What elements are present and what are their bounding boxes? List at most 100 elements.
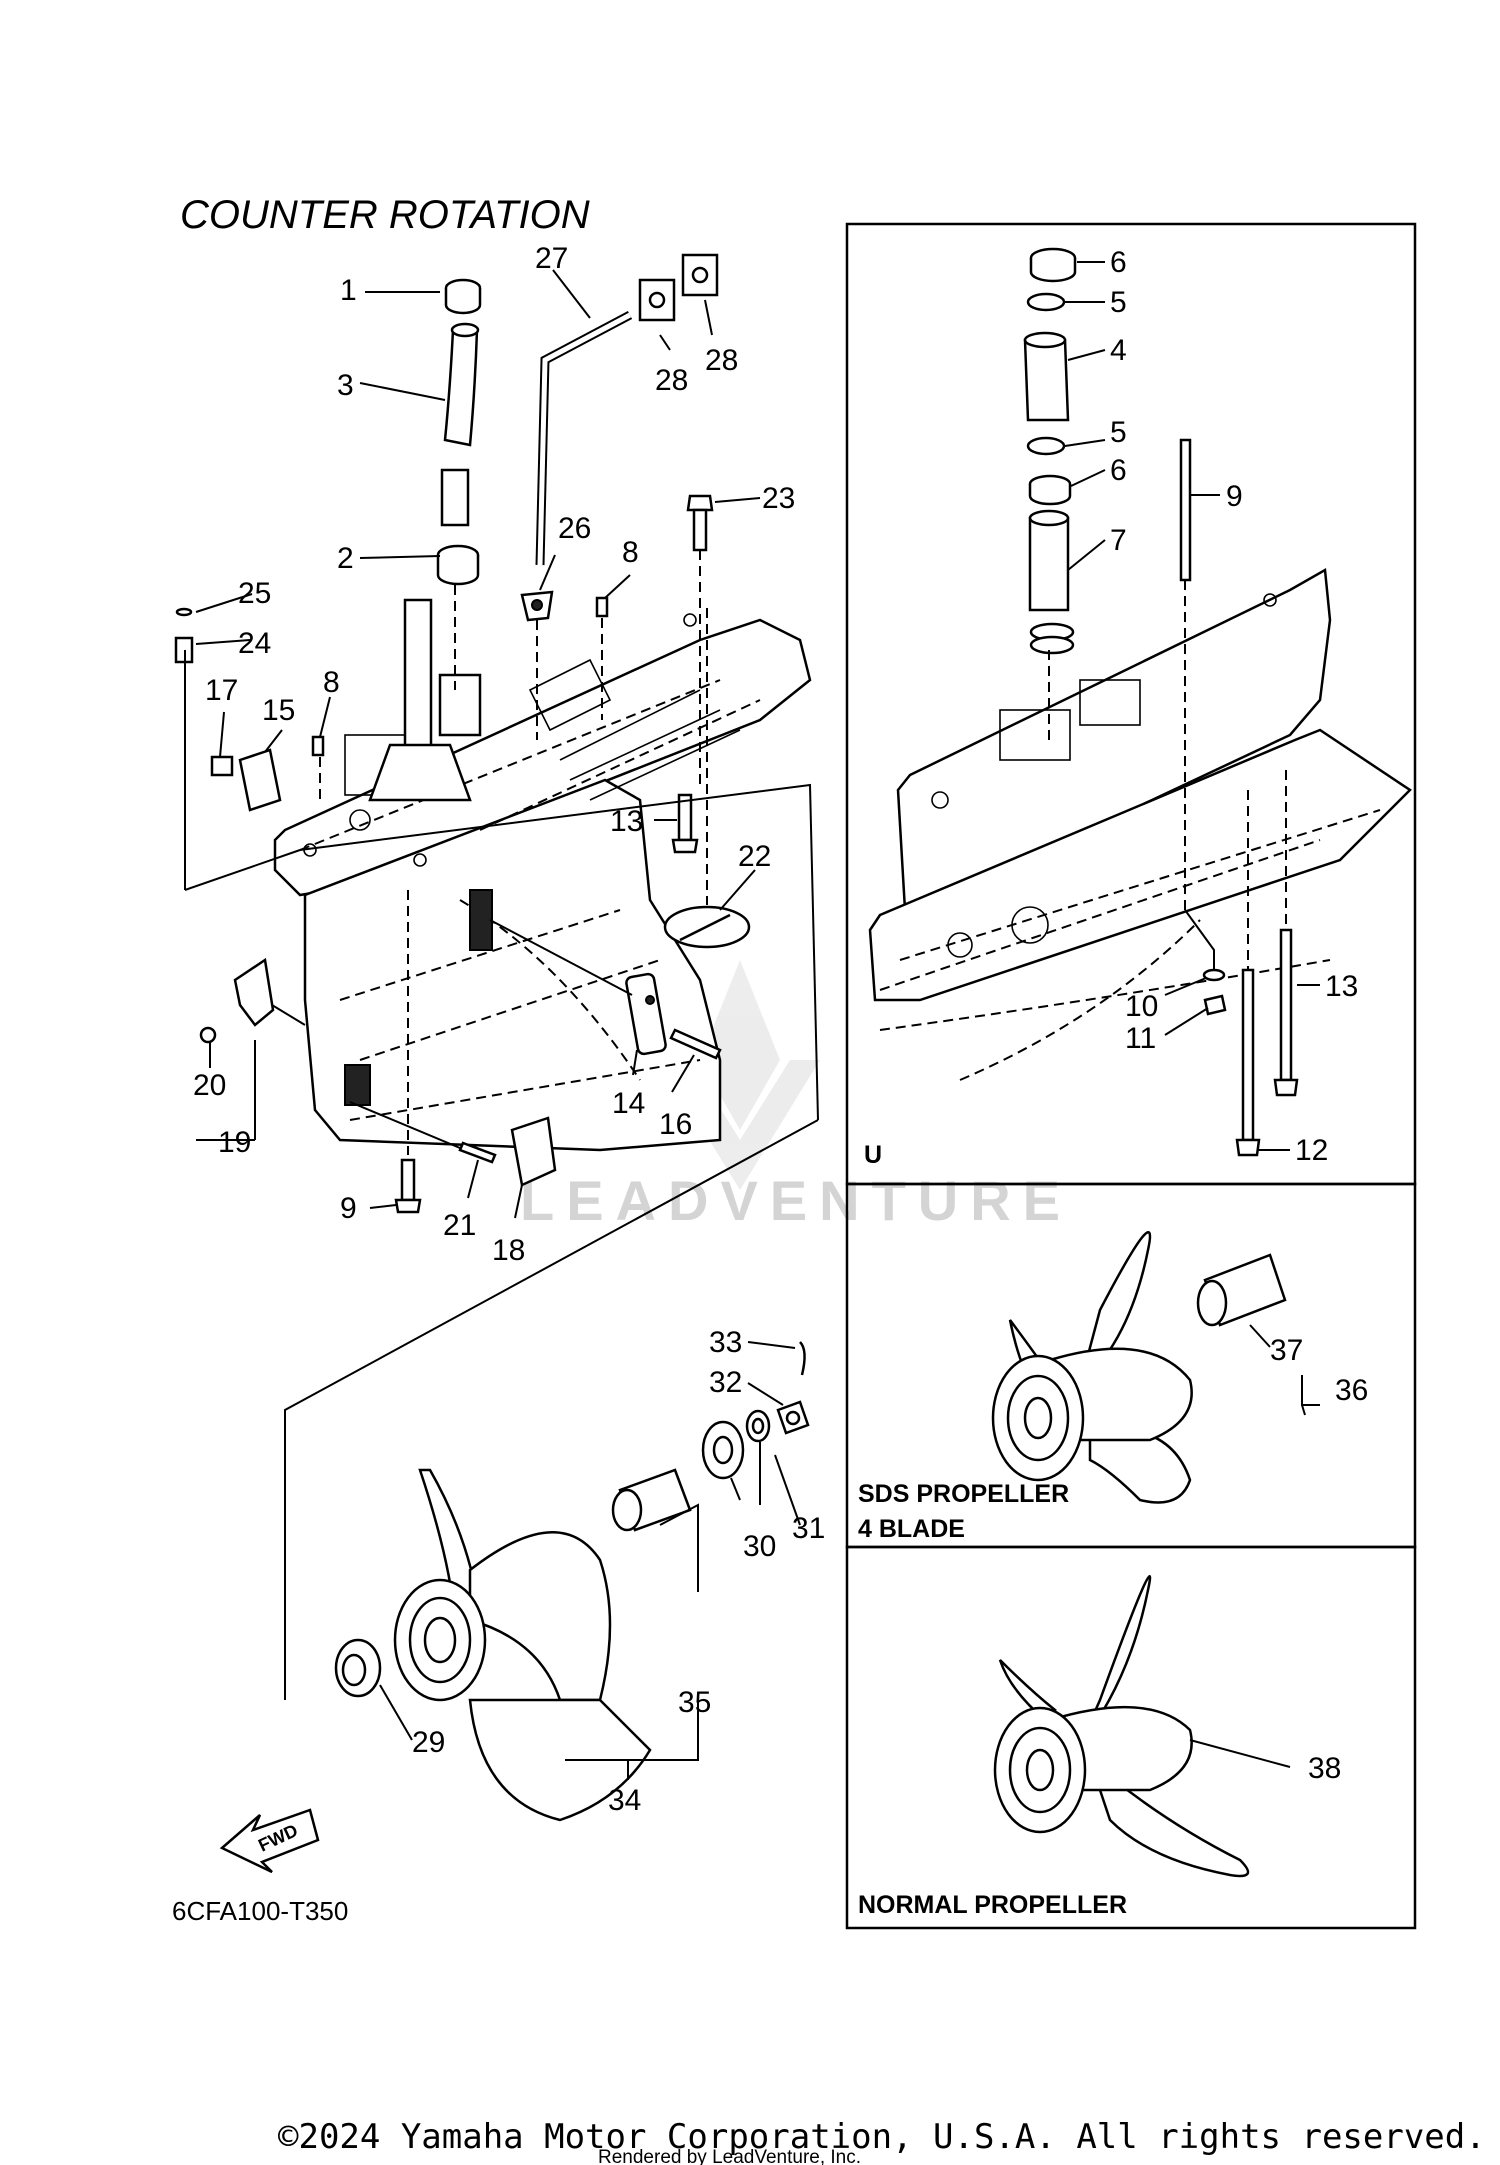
callout-17: 17 — [205, 674, 238, 707]
propeller-main-drawing — [393, 1468, 652, 1822]
right-panel-frames — [845, 222, 1417, 1930]
callout-25: 25 — [238, 577, 271, 610]
callout-11: 11 — [1125, 1022, 1156, 1055]
callout-1: 1 — [340, 274, 357, 307]
callout-36: 36 — [1335, 1374, 1368, 1407]
right-part-9-stud — [1179, 438, 1192, 910]
part-28-clip — [638, 253, 719, 322]
callout-6b: 6 — [1110, 454, 1127, 487]
callout-10: 10 — [1125, 990, 1158, 1023]
callout-29: 29 — [412, 1726, 445, 1759]
copyright-notice: ©2024 Yamaha Motor Corporation, U.S.A. A… — [278, 2117, 1486, 2157]
callout-28b: 28 — [705, 344, 738, 377]
callout-13a: 13 — [610, 805, 643, 838]
page-title: COUNTER ROTATION — [180, 193, 590, 237]
part-8-dowel — [311, 596, 609, 757]
fwd-arrow — [219, 1808, 320, 1874]
part-21-bolt — [458, 1141, 497, 1164]
part-32-nut — [776, 1400, 810, 1435]
callout-32: 32 — [709, 1366, 742, 1399]
callout-15: 15 — [262, 694, 295, 727]
callout-16: 16 — [659, 1108, 692, 1141]
callout-24: 24 — [238, 627, 271, 660]
part-33-cotter-pin — [799, 1341, 806, 1376]
callout-19: 19 — [218, 1126, 251, 1159]
part-18-plate — [510, 1116, 557, 1187]
part-22-anode — [663, 905, 751, 949]
normal-leader-38 — [1189, 1739, 1291, 1768]
right-part-5-bearing — [1026, 292, 1066, 456]
part-23-bolt — [686, 494, 714, 552]
callout-22: 22 — [738, 840, 771, 873]
panel-sds-title-line1: SDS PROPELLER — [858, 1480, 1069, 1508]
upper-casing-u-drawing — [868, 567, 1412, 1081]
assembly-frame-lines — [184, 650, 819, 1700]
right-part-6-seal-bottom — [1028, 474, 1072, 506]
sds-propeller-drawing — [991, 1230, 1193, 1504]
right-part-4-collar — [1023, 331, 1070, 422]
sds-part-37-bushing — [1196, 1253, 1287, 1327]
watermark-text: LEADVENTURE — [520, 1169, 1072, 1232]
panel-sds-title-line2: 4 BLADE — [858, 1515, 965, 1543]
part-27-tube — [535, 311, 633, 566]
callout-30: 30 — [743, 1530, 776, 1563]
callout-27: 27 — [535, 242, 568, 275]
callout-9b: 9 — [1226, 480, 1243, 513]
callout-6a: 6 — [1110, 246, 1127, 279]
callout-20: 20 — [193, 1069, 226, 1102]
callout-23: 23 — [762, 482, 795, 515]
rendered-by-notice: Rendered by LeadVenture, Inc. — [598, 2147, 861, 2165]
callout-21: 21 — [443, 1209, 476, 1242]
part-31-washer — [745, 1409, 771, 1443]
callout-31: 31 — [792, 1512, 825, 1545]
part-1-seal — [444, 278, 482, 315]
right-part-6-seal-top — [1029, 247, 1077, 283]
part-13-bolt-left — [671, 793, 699, 854]
callout-26: 26 — [558, 512, 591, 545]
right-part-7-sleeve — [1028, 509, 1070, 612]
callout-9a: 9 — [340, 1192, 357, 1225]
callout-33: 33 — [709, 1326, 742, 1359]
callout-4: 4 — [1110, 334, 1127, 367]
callout-5b: 5 — [1110, 416, 1127, 449]
callout-34: 34 — [608, 1784, 641, 1817]
callout-12: 12 — [1295, 1134, 1328, 1167]
part-17-nut — [210, 755, 234, 777]
callout-8a: 8 — [622, 536, 639, 569]
propeller-leader-lines — [379, 1341, 801, 1780]
part-19-20-trim-tab — [199, 957, 275, 1044]
right-leader-lines — [1048, 261, 1320, 1151]
normal-propeller-drawing — [993, 1575, 1250, 1878]
callout-28a: 28 — [655, 364, 688, 397]
panel-u-label: U — [864, 1141, 882, 1169]
sds-leader-lines — [1249, 1324, 1320, 1416]
panel-normal-title: NORMAL PROPELLER — [858, 1891, 1127, 1919]
callout-numbers: 1 3 2 27 28 28 26 8 23 25 24 8 17 15 13 … — [193, 242, 1368, 1817]
part-14-water-inlet-cover — [625, 972, 667, 1056]
diagram-code: 6CFA100-T350 — [172, 1896, 348, 1926]
part-2-grommet — [436, 544, 480, 586]
callout-7: 7 — [1110, 524, 1127, 557]
part-16-bolt — [669, 1028, 722, 1060]
callout-37: 37 — [1270, 1334, 1303, 1367]
leader-lines-left — [195, 269, 761, 1219]
part-35-bushing — [611, 1468, 692, 1532]
part-15-plate — [238, 748, 282, 812]
callout-5a: 5 — [1110, 286, 1127, 319]
callout-8b: 8 — [323, 666, 340, 699]
callout-13b: 13 — [1325, 970, 1358, 1003]
part-26-grommet — [520, 590, 554, 622]
part-29-spacer — [334, 1638, 382, 1698]
callout-3: 3 — [337, 369, 354, 402]
callout-38: 38 — [1308, 1752, 1341, 1785]
part-3-water-tube — [440, 322, 480, 527]
callout-18: 18 — [492, 1234, 525, 1267]
right-part-12-13-bolts — [1235, 770, 1299, 1157]
callout-35: 35 — [678, 1686, 711, 1719]
callout-2: 2 — [337, 542, 354, 575]
right-spring — [1029, 622, 1075, 655]
part-9-bolt-left — [394, 1158, 422, 1214]
callout-14: 14 — [612, 1087, 645, 1120]
part-30-washer — [701, 1420, 745, 1480]
